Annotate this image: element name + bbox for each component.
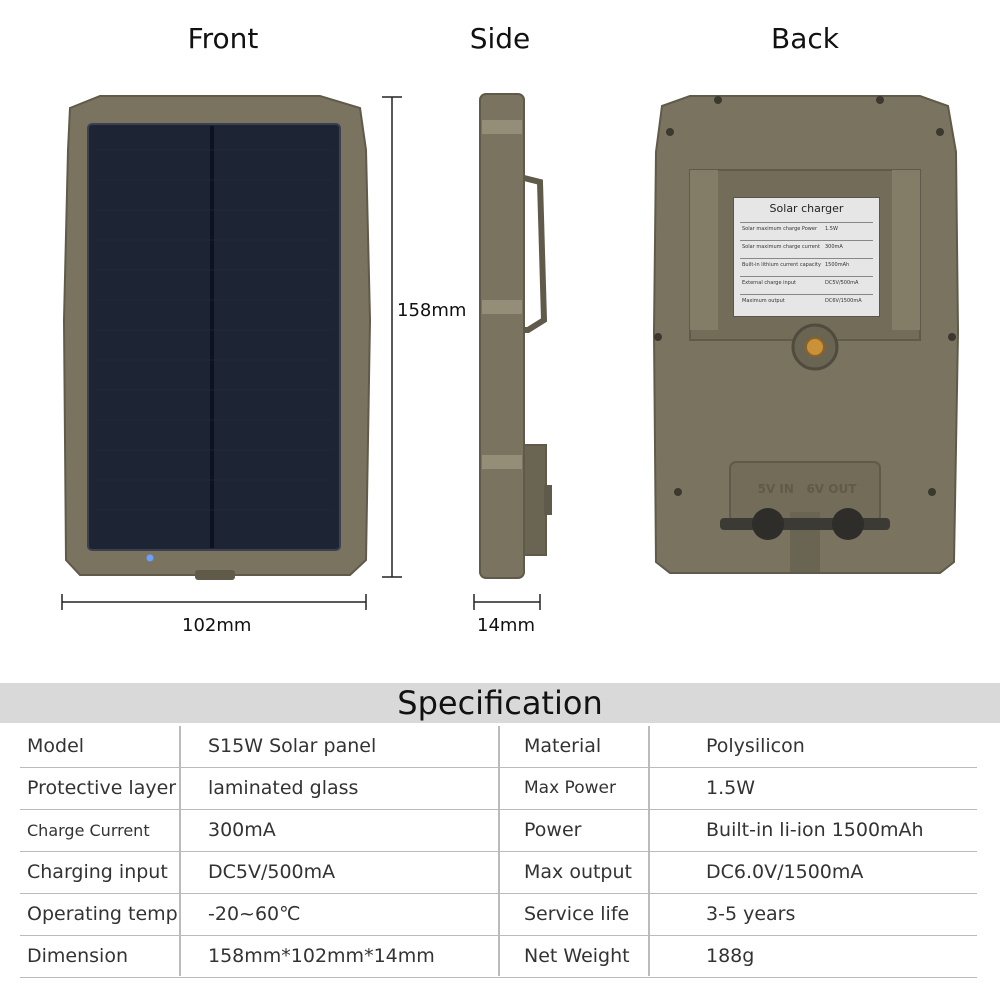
spec-key: Dimension [27,945,128,967]
port-embossed-text: 5V IN 6V OUT [757,482,857,496]
spec-value: 3-5 years [706,903,796,925]
charger-label-key: Built-in lithium current capacity [742,262,821,268]
side-view-label: Side [469,22,531,55]
spec-value: -20~60℃ [208,903,301,925]
table-row: Protective layer laminated glass Max Pow… [20,768,977,810]
spec-value: 300mA [208,819,276,841]
spec-value: 188g [706,945,755,967]
depth-dimension-line [473,594,541,610]
width-dimension-text: 102mm [182,615,252,636]
table-row: Dimension 158mm*102mm*14mm Net Weight 18… [20,936,977,978]
status-led-icon [146,554,154,562]
charger-label-value: 300mA [825,244,843,250]
back-view-image: Solar charger Solar maximum charge Power… [650,92,960,577]
spec-key: Power [524,819,582,841]
spec-key: Charging input [27,861,168,883]
charger-label-key: Solar maximum charge Power [742,226,818,232]
charger-label-value: 1.5W [825,226,838,232]
spec-key: Max Power [524,778,616,798]
table-row: Charge Current 300mA Power Built-in li-i… [20,810,977,852]
spec-value: DC6.0V/1500mA [706,861,864,883]
spec-value: 158mm*102mm*14mm [208,945,435,967]
charger-label-value: 1500mAh [825,262,850,268]
spec-key: Material [524,735,602,757]
spec-value: 1.5W [706,777,756,799]
depth-dimension-text: 14mm [477,615,535,636]
spec-key: Operating temp [27,903,178,925]
spec-key: Charge Current [27,821,150,840]
spec-table: Model S15W Solar panel Material Polysili… [20,726,977,978]
height-dimension-line [382,96,402,578]
charger-label-title: Solar charger [769,202,844,215]
spec-value: S15W Solar panel [208,735,377,757]
spec-value: Polysilicon [706,735,805,757]
spec-value: Built-in li-ion 1500mAh [706,819,924,841]
height-dimension-text: 158mm [397,300,467,321]
spec-value: DC5V/500mA [208,861,336,883]
spec-key: Model [27,735,85,757]
spec-key: Service life [524,903,630,925]
table-row: Charging input DC5V/500mA Max output DC6… [20,852,977,894]
spec-value: laminated glass [208,777,359,799]
table-row: Model S15W Solar panel Material Polysili… [20,726,977,768]
side-view-image [479,93,552,579]
spec-key: Max output [524,861,632,883]
spec-key: Net Weight [524,945,630,967]
charger-label-value: DC6V/1500mA [825,298,862,304]
charger-label-key: Solar maximum charge current [742,244,820,250]
charger-label-key: Maximum output [742,298,785,304]
spec-key: Protective layer [27,777,177,799]
front-view-label: Front [187,22,259,55]
charger-label-key: External charge input [742,280,796,286]
charger-spec-label: Solar charger Solar maximum charge Power… [733,197,880,317]
charger-label-value: DC5V/500mA [825,280,859,286]
width-dimension-line [61,594,367,610]
spec-title: Specification [0,683,1000,723]
back-view-label: Back [771,22,839,55]
front-view-image [62,95,372,580]
table-row: Operating temp -20~60℃ Service life 3-5 … [20,894,977,936]
